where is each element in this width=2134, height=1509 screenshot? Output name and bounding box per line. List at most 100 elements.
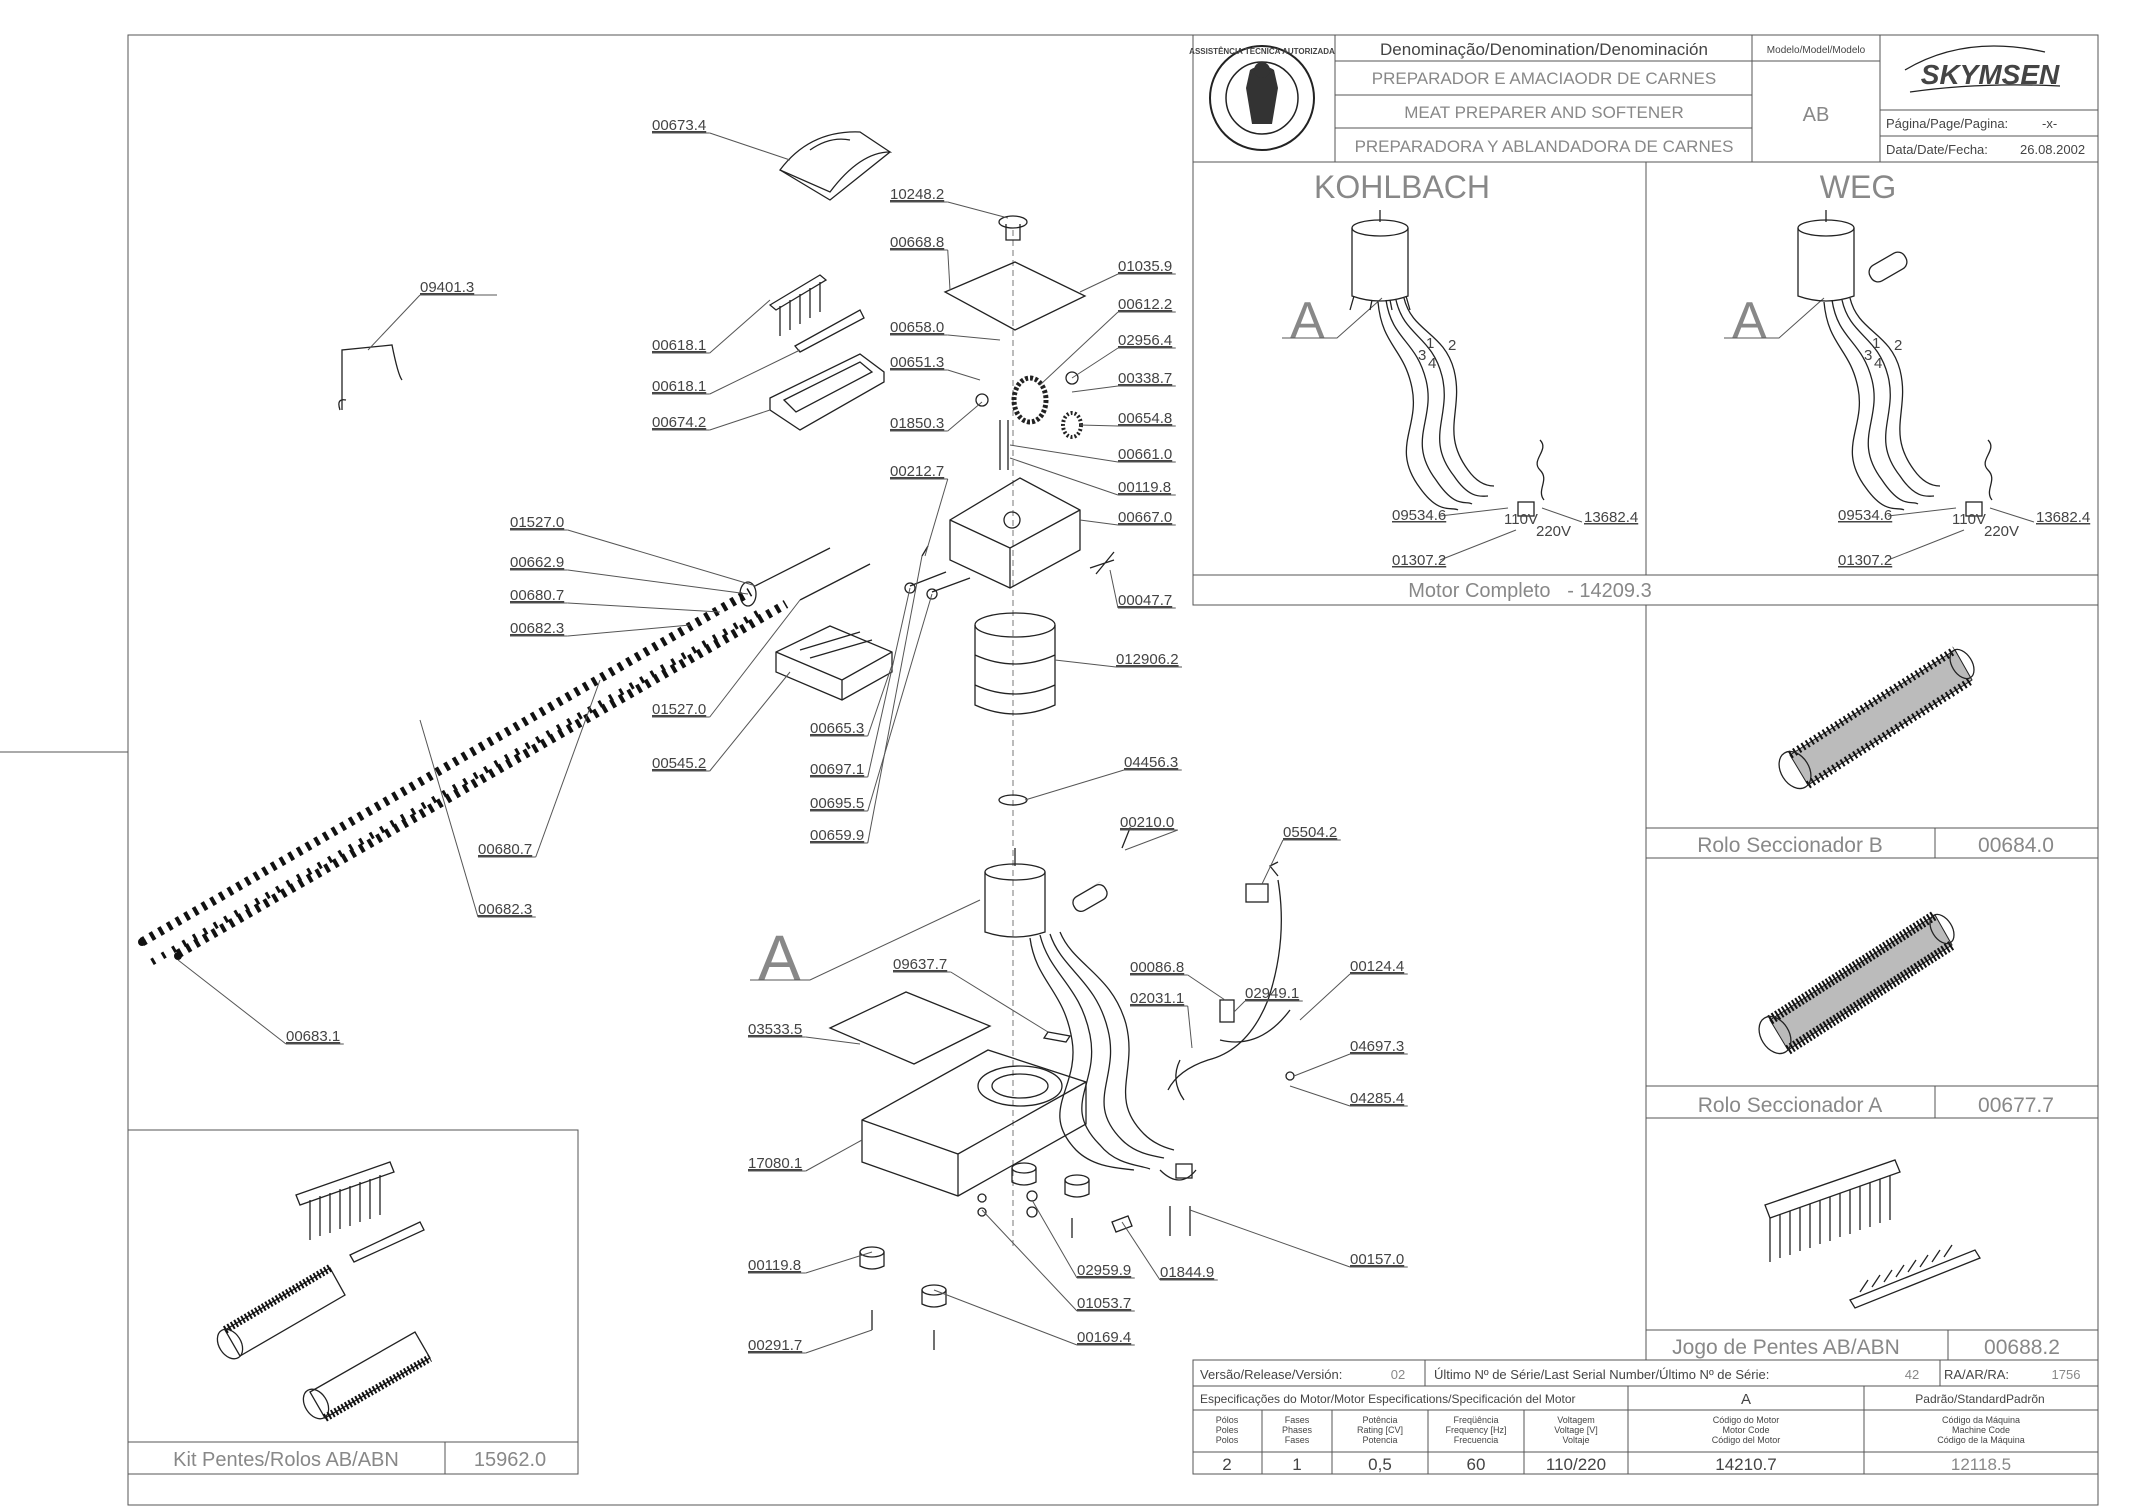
exploded-assembly: A [138, 131, 1295, 1350]
weg-part-01307.2: 01307.2 [1838, 552, 1892, 569]
leader-line [805, 1329, 873, 1354]
brand-logo: SKYMSEN [1904, 45, 2061, 93]
leader-line [1189, 1209, 1351, 1268]
part-label: 01527.0 [510, 514, 564, 531]
spec-col-label: Voltage [V] [1554, 1425, 1598, 1435]
roller-panels: Rolo Seccionador B 00684.0 Rolo Secciona… [1645, 605, 2099, 1361]
leader-line [1261, 839, 1284, 885]
part-label: 01035.9 [1118, 258, 1172, 275]
part-label: 00680.7 [478, 841, 532, 858]
part-label: 012906.2 [1116, 651, 1179, 668]
part-label: 01850.3 [890, 415, 944, 432]
part-label: 00291.7 [748, 1337, 802, 1354]
part-label: 00683.1 [286, 1028, 340, 1045]
spec-col-label: Poles [1216, 1425, 1239, 1435]
part-label: 00659.9 [810, 827, 864, 844]
spec-col-label: Código de la Máquina [1937, 1435, 2025, 1445]
weg-callout: A [1732, 292, 1767, 350]
part-label: 00682.3 [510, 620, 564, 637]
date-label: Data/Date/Fecha: [1886, 142, 1988, 157]
kohlbach-volt-110: 110V [1504, 511, 1538, 528]
weg-volt-110: 110V [1952, 511, 1986, 528]
ra-value: 1756 [2052, 1367, 2081, 1382]
part-label: 00665.3 [810, 720, 864, 737]
leader-line [924, 478, 949, 557]
spec-col-label: Voltaje [1562, 1435, 1589, 1445]
leader-line [367, 294, 421, 351]
part-label: 10248.2 [890, 186, 944, 203]
part-label: 00545.2 [652, 755, 706, 772]
spec-col-label: Código do Motor [1713, 1415, 1780, 1425]
spec-col-value: 14210.7 [1715, 1455, 1776, 1474]
part-label: 00654.8 [1118, 410, 1172, 427]
weg-volt-220: 220V [1984, 523, 2019, 540]
model-header: Modelo/Model/Modelo [1767, 45, 1866, 56]
leader-line [805, 1139, 863, 1172]
title-block: ASSISTÊNCIA TÉCNICA AUTORIZADA Denominaç… [1189, 34, 2099, 163]
leader-line [1299, 973, 1351, 1021]
leader-line [1024, 769, 1125, 801]
date-value: 26.08.2002 [2020, 142, 2085, 157]
motor-panels: KOHLBACH WEG A 1 2 3 4 110V 220V 09534.6 [1192, 161, 2099, 606]
leader-line [867, 593, 933, 812]
spec-col-value: 60 [1467, 1455, 1486, 1474]
part-label: 01844.9 [1160, 1264, 1214, 1281]
leader-line [947, 201, 1009, 219]
weg-wire-2: 2 [1894, 337, 1902, 354]
weg-part-13682.4: 13682.4 [2036, 509, 2090, 526]
part-label: 04456.3 [1124, 754, 1178, 771]
spec-col-label: Voltagem [1557, 1415, 1595, 1425]
denomination-header: Denominação/Denomination/Denominación [1380, 40, 1708, 59]
kohlbach-wire-4: 4 [1428, 355, 1436, 372]
machine-name-en: MEAT PREPARER AND SOFTENER [1404, 103, 1684, 122]
comb-set-drawing [1764, 1159, 1981, 1309]
part-label: 04285.4 [1350, 1090, 1404, 1107]
leader-line [177, 959, 287, 1045]
leader-line [1187, 974, 1226, 1001]
leader-line [947, 249, 951, 291]
part-label: 00338.7 [1118, 370, 1172, 387]
leader-line [1289, 1085, 1351, 1107]
kohlbach-part-01307.2: 01307.2 [1392, 552, 1446, 569]
main-motor-callout: A [758, 922, 801, 994]
spec-col-label: Código del Motor [1712, 1435, 1781, 1445]
kohlbach-wire-2: 2 [1448, 337, 1456, 354]
version-value: 02 [1391, 1367, 1405, 1382]
part-label: 00661.0 [1118, 446, 1172, 463]
leader-line [709, 132, 791, 161]
part-label: 00668.8 [890, 234, 944, 251]
spec-col-value: 2 [1222, 1455, 1231, 1474]
kit-code: 15962.0 [474, 1449, 546, 1471]
leader-line [1009, 444, 1119, 463]
leader-line [1124, 829, 1178, 851]
weg-title: WEG [1820, 169, 1896, 205]
motor-complete-caption: Motor Completo - 14209.3 [1408, 580, 1651, 602]
leader-line [1071, 347, 1119, 379]
weg-wire-3: 3 [1864, 347, 1872, 364]
leader-line [867, 664, 893, 737]
leader-line [947, 334, 1001, 341]
part-label: 00658.0 [890, 319, 944, 336]
part-label: 09637.7 [893, 956, 947, 973]
spec-col-label: Motor Code [1722, 1425, 1769, 1435]
leader-line [1079, 273, 1119, 293]
leader-line [950, 971, 1049, 1033]
part-label: 00119.8 [748, 1257, 801, 1274]
leader-line [1039, 311, 1119, 386]
kohlbach-volt-220: 220V [1536, 523, 1571, 540]
part-label: 00119.8 [1118, 479, 1171, 496]
weg-wire-1: 1 [1872, 335, 1880, 352]
leader-line [535, 679, 601, 858]
spec-header: Especificações do Motor/Motor Especifica… [1200, 1392, 1576, 1406]
kohlbach-callout: A [1290, 292, 1325, 350]
page-label: Página/Page/Pagina: [1886, 116, 2008, 131]
spec-col-label: Freqüência [1453, 1415, 1498, 1425]
roller-a-drawing [1758, 910, 1955, 1055]
part-label: 05504.2 [1283, 824, 1337, 841]
kit-panel: Kit Pentes/Rolos AB/ABN 15962.0 [127, 1129, 579, 1475]
leader-line [419, 719, 479, 918]
roller-a-code: 00677.7 [1978, 1094, 2054, 1117]
leader-line [805, 1251, 873, 1274]
leader-line [1079, 519, 1119, 526]
spec-col-value: 110/220 [1546, 1455, 1606, 1474]
